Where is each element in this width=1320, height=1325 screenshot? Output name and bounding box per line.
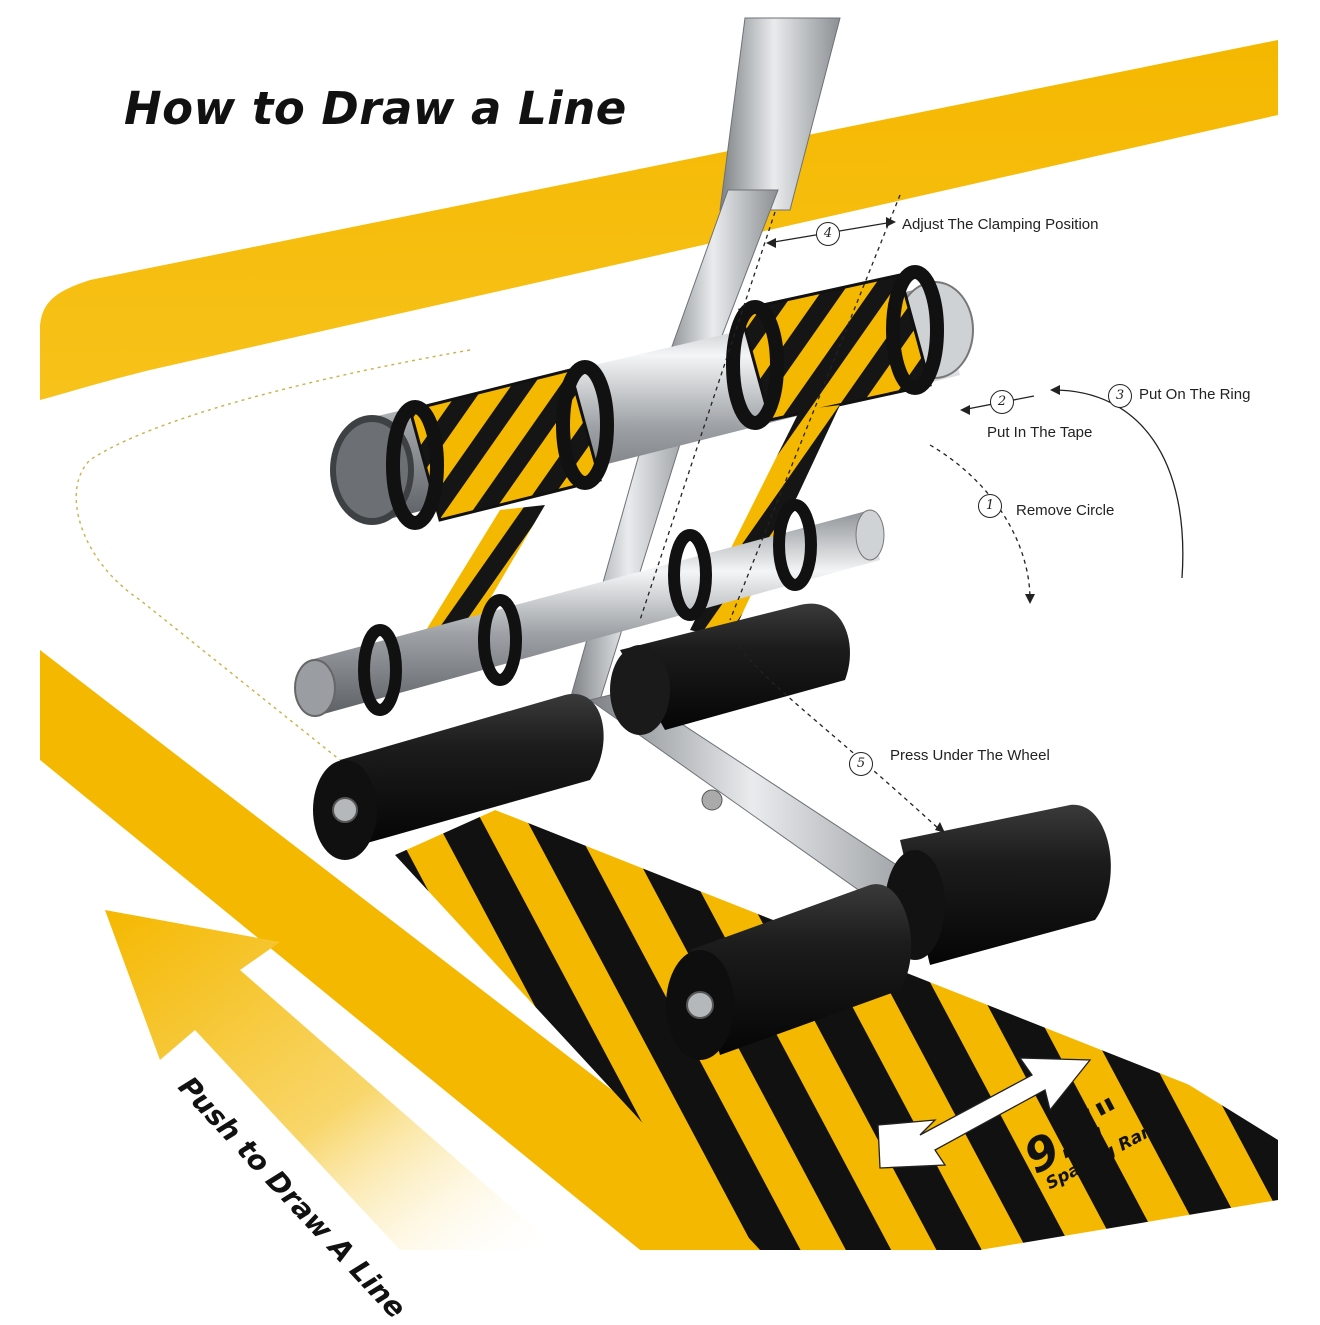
push-arrow-icon <box>105 910 560 1250</box>
lower-guide-axle <box>294 499 885 717</box>
step-label-2: Put In The Tape <box>987 424 1093 441</box>
step-number-4: 4 <box>816 222 840 246</box>
guide-dashed-path <box>75 349 471 761</box>
step-number-2: 2 <box>990 390 1014 414</box>
step-label-4: Adjust The Clamping Position <box>902 216 1099 233</box>
rollers <box>313 603 1111 1060</box>
annotation-arrowheads <box>766 217 1060 833</box>
step-number-3: 3 <box>1108 384 1132 408</box>
step-label-5: Press Under The Wheel <box>890 747 1050 764</box>
double-arrow-icon <box>877 1057 1092 1169</box>
step-number-1: 1 <box>978 494 1002 518</box>
page-title: How to Draw a Line <box>124 82 627 135</box>
step-number-5: 5 <box>849 752 873 776</box>
step-label-3: Put On The Ring <box>1139 386 1251 403</box>
upper-tape-axle <box>330 265 974 650</box>
step-label-1: Remove Circle <box>1016 502 1115 519</box>
